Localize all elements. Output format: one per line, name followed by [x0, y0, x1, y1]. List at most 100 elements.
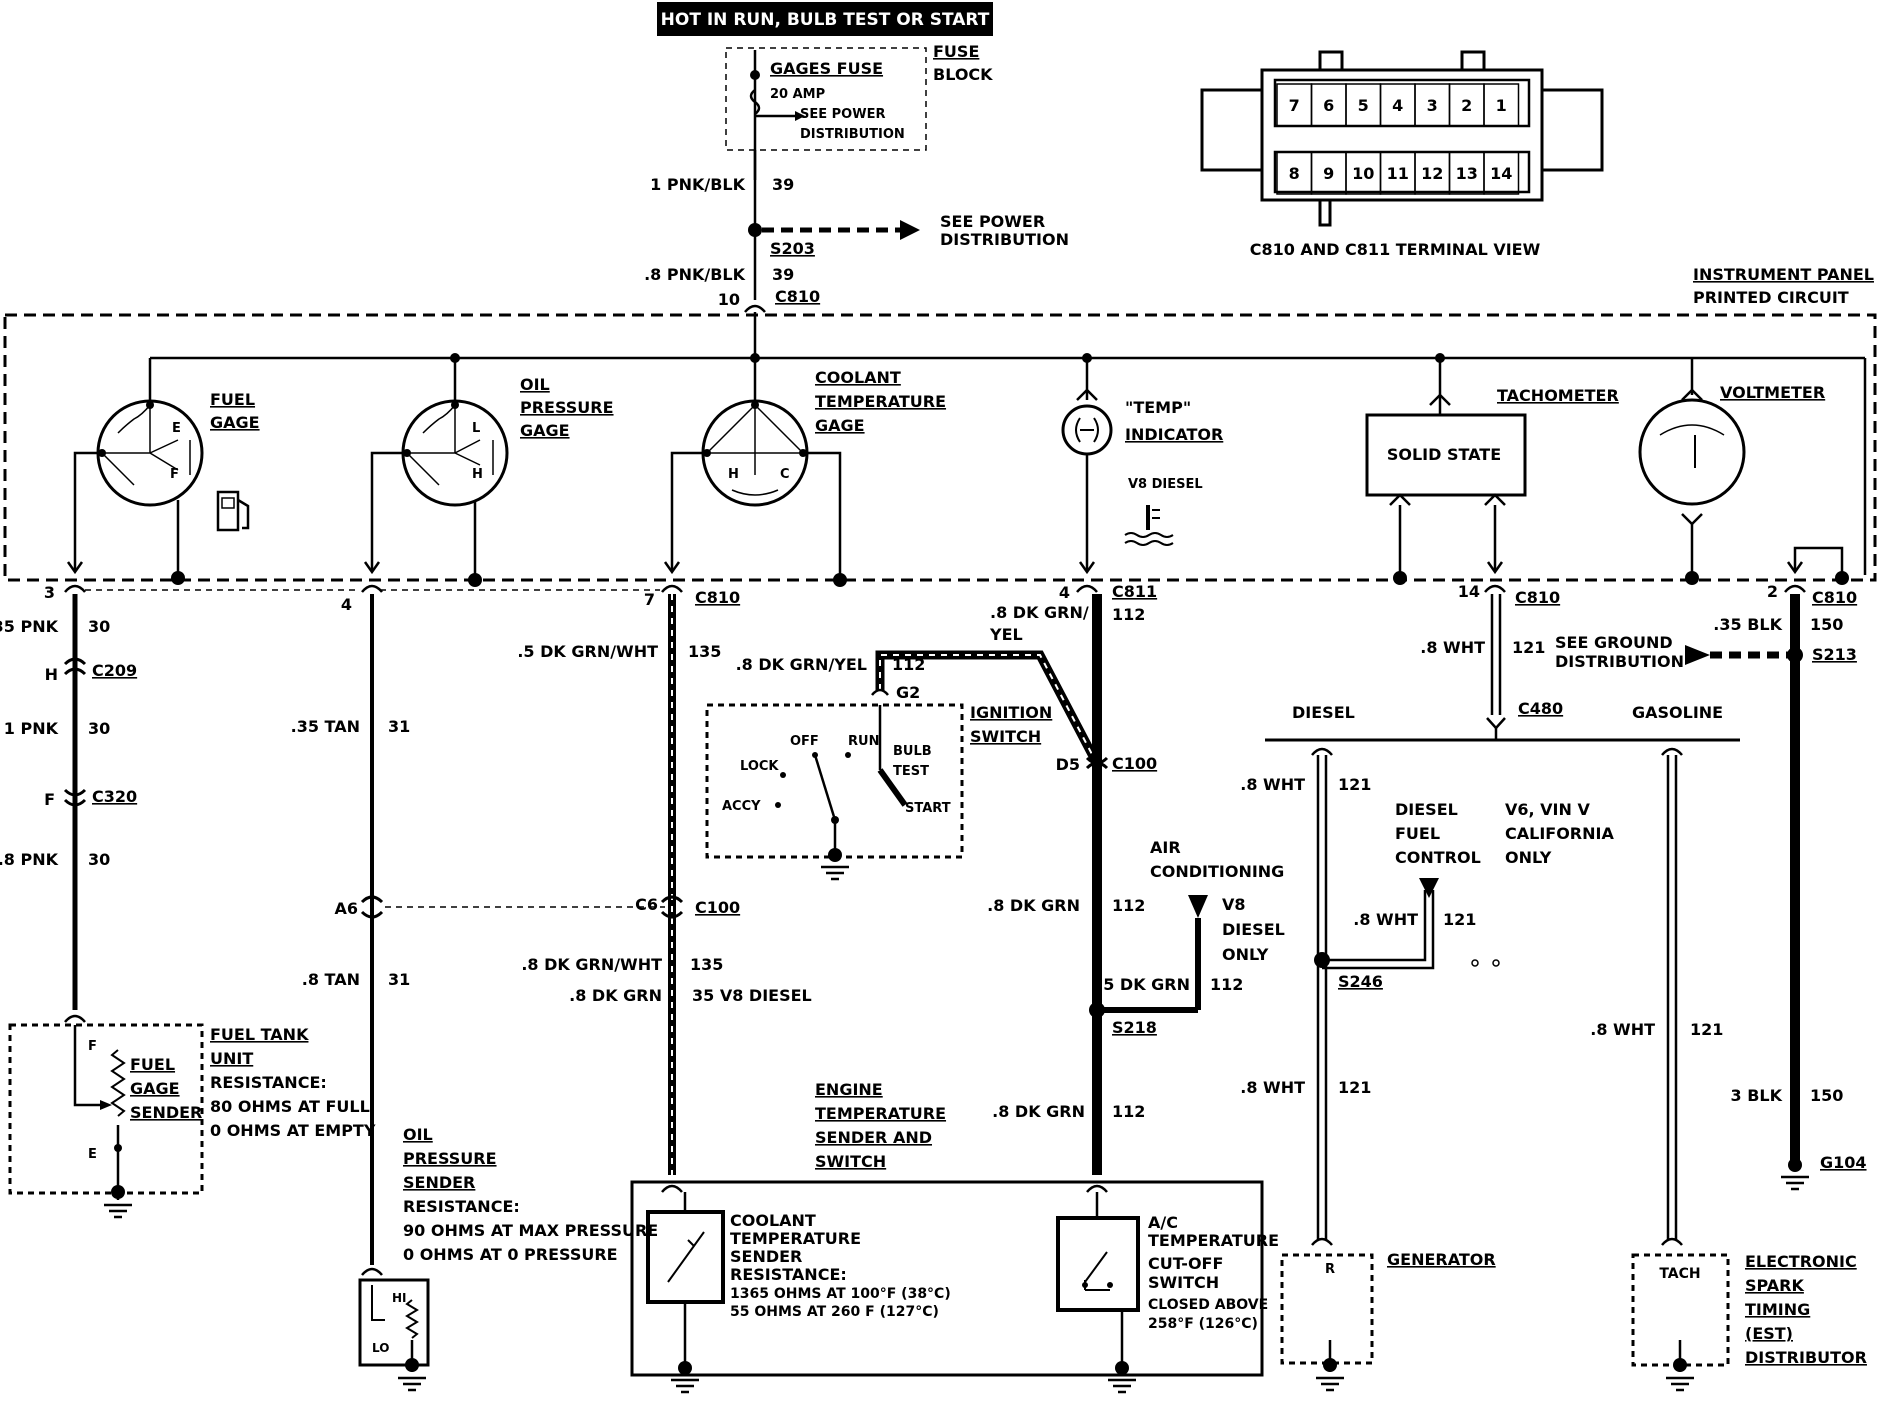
ignition-off: OFF [790, 734, 819, 749]
fuel-sender-f: F [88, 1039, 97, 1054]
oil-a6: A6 [334, 899, 358, 918]
feed-wire-top-circuit: 39 [772, 175, 794, 194]
ignition-lock: LOCK [740, 759, 779, 774]
engine-sender-title-3: SENDER AND [815, 1128, 932, 1147]
tach-diesel-wire-3: .8 WHT [1240, 1078, 1305, 1097]
ac-switch-2: TEMPERATURE [1148, 1231, 1279, 1250]
dfc-2: FUEL [1395, 824, 1440, 843]
oil-pin: 4 [341, 595, 352, 614]
fuel-sender-label-1: FUEL [130, 1055, 175, 1074]
feed-pin: 10 [718, 290, 740, 309]
ground-pin: 2 [1767, 582, 1778, 601]
fuel-sender-e: E [88, 1147, 97, 1162]
tachometer-label: TACHOMETER [1497, 386, 1619, 405]
tach-diesel-wire-2-circuit: 121 [1443, 910, 1476, 929]
oil-pressure-sender: HI LO [358, 1278, 430, 1392]
coolant-gage-h: H [728, 467, 739, 482]
tach-diesel-wire-1: .8 WHT [1240, 775, 1305, 794]
engine-sender-title-1: ENGINE [815, 1080, 883, 1099]
tach-wire-1-circuit: 121 [1512, 638, 1545, 657]
fuel-sender-label-2: GAGE [130, 1079, 180, 1098]
terminal-pin-number: 13 [1456, 164, 1478, 183]
coolant-connector: C810 [695, 588, 740, 607]
fuel-tank-unit-label-2: UNIT [210, 1049, 253, 1068]
fuel-gage-label-1: FUEL [210, 390, 255, 409]
fuel-wire-2-circuit: 30 [88, 719, 110, 738]
tach-gasoline: GASOLINE [1632, 703, 1723, 722]
est-5: DISTRIBUTOR [1745, 1348, 1867, 1367]
fuel-wire-1: .35 PNK [0, 617, 59, 636]
ac-switch-4: SWITCH [1148, 1273, 1219, 1292]
splice-s203: S203 [770, 239, 815, 258]
fuse-block-label-1: FUSE [933, 42, 979, 61]
voltmeter: VOLTMETER [1638, 383, 1849, 585]
temp-wire-1a: .8 DK GRN/ [990, 603, 1089, 622]
temp-connector: C811 [1112, 582, 1157, 601]
temp-wire-4-circuit: 112 [1112, 1102, 1145, 1121]
ignition-test: TEST [893, 764, 929, 779]
cts-1: COOLANT [730, 1211, 816, 1230]
generator: R GENERATOR [1280, 1250, 1496, 1392]
est-distributor: TACH ELECTRONIC SPARK TIMING (EST) DISTR… [1631, 1252, 1867, 1392]
fuse-block-label-2: BLOCK [933, 65, 993, 84]
fuse-block: GAGES FUSE 20 AMP SEE POWER DISTRIBUTION… [725, 42, 993, 180]
fuel-wire-1-circuit: 30 [88, 617, 110, 636]
temp-ac-2: CONDITIONING [1150, 862, 1284, 881]
panel-label-1: INSTRUMENT PANEL [1693, 265, 1874, 284]
coolant-circuit: 7 C810 .5 DK GRN/WHT 135 C6 C100 .8 DK G… [517, 588, 812, 1193]
dfc-3: CONTROL [1395, 848, 1481, 867]
temp-indicator-v8: V8 DIESEL [1128, 477, 1203, 492]
tach-terminal: TACH [1659, 1266, 1700, 1282]
ac-switch-5: CLOSED ABOVE [1148, 1297, 1268, 1313]
splice-s246: S246 [1338, 972, 1383, 991]
fuel-wire-2: 1 PNK [4, 719, 59, 738]
coolant-temperature-gage: H C COOLANT TEMPERATURE GAGE [670, 368, 946, 587]
voltmeter-label: VOLTMETER [1720, 383, 1825, 402]
coolant-wire-2: .8 DK GRN/WHT [521, 955, 662, 974]
ignition-wire: .8 DK GRN/YEL [736, 655, 867, 674]
temp-wire-1b: YEL [989, 625, 1023, 644]
cts-5: 1365 OHMS AT 100°F (38°C) [730, 1286, 951, 1302]
terminal-pin-number: 4 [1392, 96, 1403, 115]
terminal-pin-number: 7 [1289, 96, 1300, 115]
terminal-pin-number: 6 [1323, 96, 1334, 115]
temp-wire-3: .5 DK GRN [1097, 975, 1190, 994]
fuel-gage-label-2: GAGE [210, 413, 260, 432]
feed-wire-bottom: .8 PNK/BLK [644, 265, 746, 284]
ignition-label-2: SWITCH [970, 727, 1041, 746]
engine-sender-title-2: TEMPERATURE [815, 1104, 946, 1123]
ground-see-2: DISTRIBUTION [1555, 652, 1684, 671]
feed-wire: 1 PNK/BLK 39 SEE POWER DISTRIBUTION S203… [644, 150, 1069, 313]
v6-1: V6, VIN V [1505, 800, 1590, 819]
terminal-pin-number: 12 [1421, 164, 1443, 183]
oil-gage-h: H [472, 467, 483, 482]
panel-label-2: PRINTED CIRCUIT [1693, 288, 1849, 307]
tach-diesel: DIESEL [1292, 703, 1355, 722]
dfc-1: DIESEL [1395, 800, 1458, 819]
terminal-pin-number: 11 [1387, 164, 1409, 183]
ignition-g2: G2 [896, 683, 920, 702]
oil-sender-label-1: OIL [403, 1125, 433, 1144]
coolant-gage-c: C [780, 467, 790, 482]
fuel-sender-label-3: SENDER [130, 1103, 202, 1122]
temp-v8-1: V8 [1222, 895, 1246, 914]
fuse-see-power: SEE POWER [800, 107, 885, 122]
ground-wire-1-circuit: 150 [1810, 615, 1843, 634]
tach-wire-1: .8 WHT [1420, 638, 1485, 657]
ignition-label-1: IGNITION [970, 703, 1052, 722]
temp-indicator-lamp: "TEMP" INDICATOR V8 DIESEL [1061, 388, 1223, 570]
feed-see-distribution: DISTRIBUTION [940, 230, 1069, 249]
oil-gage-label-2: PRESSURE [520, 398, 614, 417]
oil-gage-label-1: OIL [520, 375, 550, 394]
oil-sender-label-3: SENDER [403, 1173, 475, 1192]
fuel-wire-3-circuit: 30 [88, 850, 110, 869]
fuse-name: GAGES FUSE [770, 59, 883, 78]
oil-gage-label-3: GAGE [520, 421, 570, 440]
fuel-resistance-full: 80 OHMS AT FULL [210, 1097, 370, 1116]
instrument-panel-boundary [3, 313, 1877, 582]
ignition-bulb: BULB [893, 744, 932, 759]
tachometer-box-label: SOLID STATE [1387, 445, 1501, 464]
splice-s213: S213 [1812, 645, 1857, 664]
